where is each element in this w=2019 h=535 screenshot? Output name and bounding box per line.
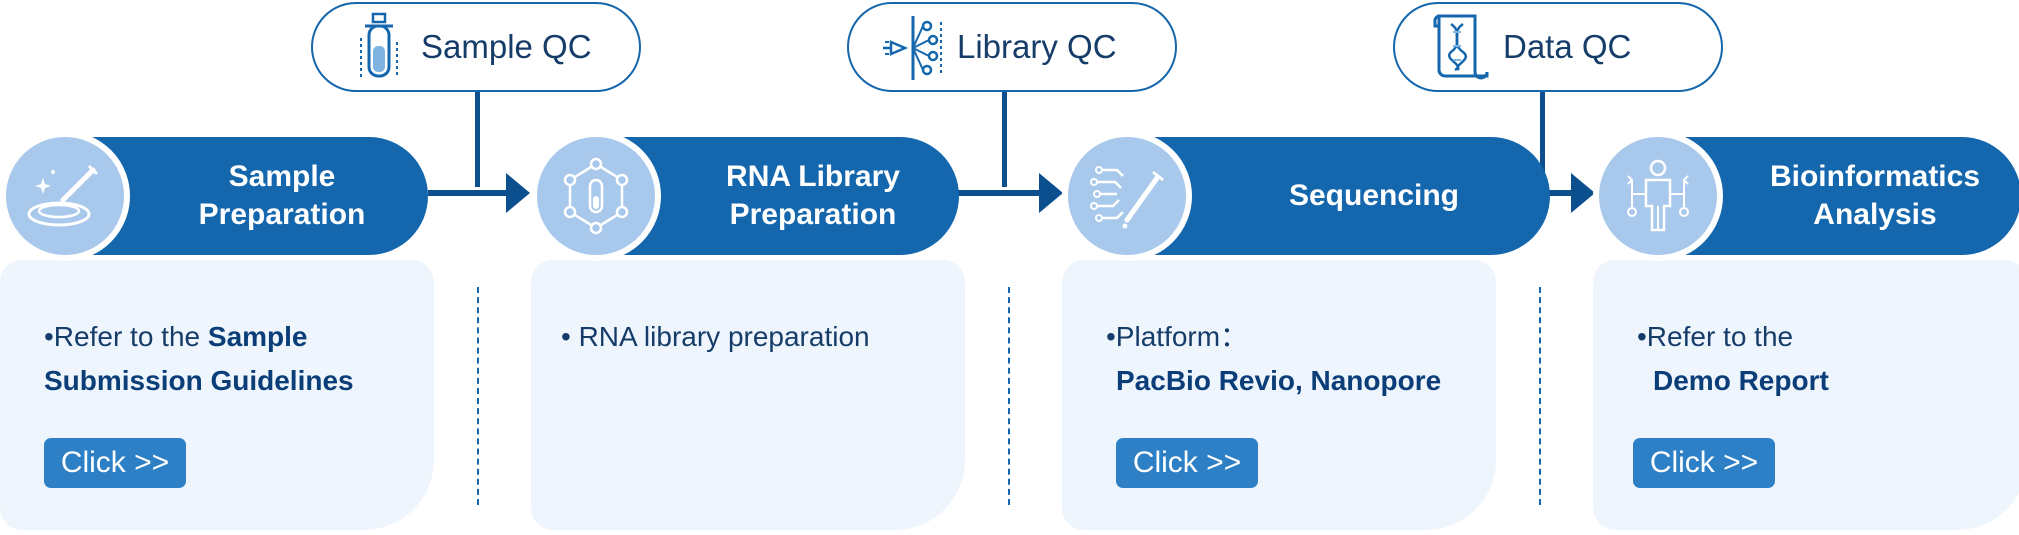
- flow-arrow-line: [428, 190, 508, 196]
- step-icon-circle: [531, 131, 661, 261]
- step-title: Sequencing: [1288, 179, 1460, 212]
- qc-label: Library QC: [957, 28, 1117, 65]
- step-icon-circle: [0, 131, 130, 261]
- circuit-pipette-icon: [1090, 166, 1164, 229]
- dashed-divider: [1008, 287, 1010, 505]
- card-text-bold: PacBio Revio, Nanopore: [1116, 365, 1442, 396]
- step-title: Sample Preparation: [198, 160, 366, 231]
- step-title: Bioinformatics Analysis: [1769, 160, 1981, 231]
- qc-pill-library: Library QC: [847, 2, 1177, 92]
- petri-dish-pipette-icon: [27, 164, 99, 227]
- sample-guidelines-click-button[interactable]: Click >>: [44, 438, 186, 488]
- card-text-plain: • RNA library preparation: [561, 321, 870, 352]
- step-banner: Bioinformatics Analysis: [1671, 137, 2019, 255]
- step-card-rna-library: • RNA library preparation: [531, 260, 965, 530]
- platform-click-button[interactable]: Click >>: [1116, 438, 1258, 488]
- card-text: • RNA library preparation: [561, 315, 931, 359]
- qc-label: Data QC: [1503, 28, 1632, 65]
- step-card-sample-preparation: •Refer to the Sample Submission Guidelin…: [0, 260, 434, 530]
- card-text-plain: •Refer to the: [1637, 321, 1794, 352]
- dna-scroll-icon: [1433, 14, 1489, 80]
- card-text-plain: •Refer to the: [44, 321, 208, 352]
- step-banner: Sequencing: [1140, 137, 1550, 255]
- qc-pill-sample: Sample QC: [311, 2, 641, 92]
- molecule-tube-icon: [563, 157, 629, 235]
- card-text-plain: •Platform：: [1106, 321, 1249, 352]
- flow-arrow-line: [957, 190, 1041, 196]
- qc-connector: [475, 92, 480, 187]
- card-text: •Platform： PacBio Revio, Nanopore: [1106, 315, 1476, 403]
- dashed-divider: [477, 287, 479, 505]
- flow-arrow-head: [1039, 173, 1063, 213]
- step-title: RNA Library Preparation: [726, 160, 900, 231]
- demo-report-click-button[interactable]: Click >>: [1633, 438, 1775, 488]
- test-tube-icon: [360, 12, 398, 78]
- card-text: •Refer to the Sample Submission Guidelin…: [44, 315, 414, 403]
- step-banner: RNA Library Preparation: [609, 137, 959, 255]
- card-text-bold: Demo Report: [1653, 365, 1829, 396]
- person-network-icon: [1627, 159, 1689, 232]
- card-text-bold: Sample Submission Guidelines: [44, 321, 354, 396]
- flow-arrow-head: [506, 173, 530, 213]
- qc-connector: [1002, 92, 1007, 187]
- step-banner: Sample Preparation: [78, 137, 428, 255]
- step-icon-circle: [1062, 131, 1192, 261]
- step-card-sequencing: •Platform： PacBio Revio, Nanopore Click >…: [1062, 260, 1496, 530]
- dashed-divider: [1539, 287, 1541, 505]
- qc-connector: [1540, 92, 1545, 187]
- funnel-network-icon: [883, 16, 942, 80]
- qc-label: Sample QC: [421, 28, 592, 65]
- step-icon-circle: [1593, 131, 1723, 261]
- qc-pill-data: Data QC: [1393, 2, 1723, 92]
- flow-arrow-head: [1571, 173, 1595, 213]
